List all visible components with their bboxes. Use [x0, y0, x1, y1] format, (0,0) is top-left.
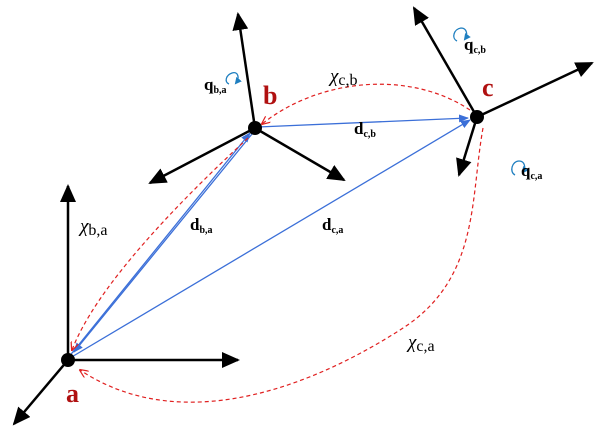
label-d-ca-base: d [322, 215, 332, 234]
label-d-cb-sub: c,b [363, 129, 376, 140]
label-q-ca-base: q [521, 161, 531, 180]
label-q-ba-base: q [204, 75, 214, 94]
label-chi-ca-sub: c,a [416, 338, 434, 355]
nodes [61, 110, 484, 367]
label-q-cb-base: q [464, 35, 474, 54]
label-q-cb: qc,b [464, 35, 486, 56]
label-chi-ca: χc,a [406, 332, 435, 355]
rotation-q-ba-icon [225, 72, 242, 85]
constraint-edges [72, 83, 484, 403]
frame-c-axis-z [456, 116, 479, 177]
rotation-q-ca-icon [511, 160, 529, 176]
constraint-edge-b-a [72, 137, 249, 350]
label-chi-cb: χc,b [328, 66, 357, 89]
label-d-ba: db,a [190, 215, 213, 236]
rotation-icons [225, 27, 529, 176]
frame-a [12, 184, 240, 426]
node-c-dot [470, 110, 484, 124]
frame-b-axis-x [148, 126, 256, 185]
label-chi-ba-sub: b,a [88, 222, 107, 239]
label-d-ba-sub: b,a [199, 225, 212, 236]
node-a-label: a [66, 379, 79, 408]
vector-d-ca [69, 119, 471, 359]
label-d-cb-base: d [354, 119, 364, 138]
label-q-ca: qc,a [521, 161, 542, 182]
constraint-edge-c-a [80, 127, 484, 403]
node-a-dot [61, 353, 75, 367]
label-chi-cb-symbol: χ [328, 66, 339, 87]
label-q-ca-sub: c,a [530, 171, 542, 182]
label-q-ba-sub: b,a [213, 85, 226, 96]
frame-c [412, 6, 594, 177]
frame-b-axis-y [232, 12, 257, 129]
vector-d-cb [257, 114, 469, 128]
node-c-label: c [482, 73, 494, 102]
label-chi-ca-symbol: χ [406, 332, 417, 353]
frame-b [148, 12, 346, 185]
label-q-ba: qb,a [204, 75, 227, 96]
vector-d-ba-return [73, 133, 253, 353]
label-d-ba-base: d [190, 215, 200, 234]
label-d-ca-sub: c,a [331, 225, 343, 236]
displacement-vectors [67, 114, 471, 359]
label-chi-ba-symbol: χ [78, 216, 89, 237]
rotation-q-cb-icon [453, 27, 471, 42]
frame-b-axis-z [254, 126, 346, 182]
constraint-edge-c-b [262, 83, 471, 124]
node-b-dot [248, 121, 262, 135]
label-chi-ba: χb,a [78, 216, 107, 239]
label-chi-cb-sub: c,b [338, 72, 357, 89]
frame-c-axis-y [412, 6, 479, 118]
vector-d-ba [67, 132, 251, 359]
frame-a-axis-z [12, 359, 69, 426]
label-d-ca: dc,a [322, 215, 343, 236]
label-d-cb: dc,b [354, 119, 376, 140]
frame-c-axis-x [476, 61, 594, 119]
label-q-cb-sub: c,b [473, 45, 486, 56]
node-b-label: b [263, 81, 277, 110]
